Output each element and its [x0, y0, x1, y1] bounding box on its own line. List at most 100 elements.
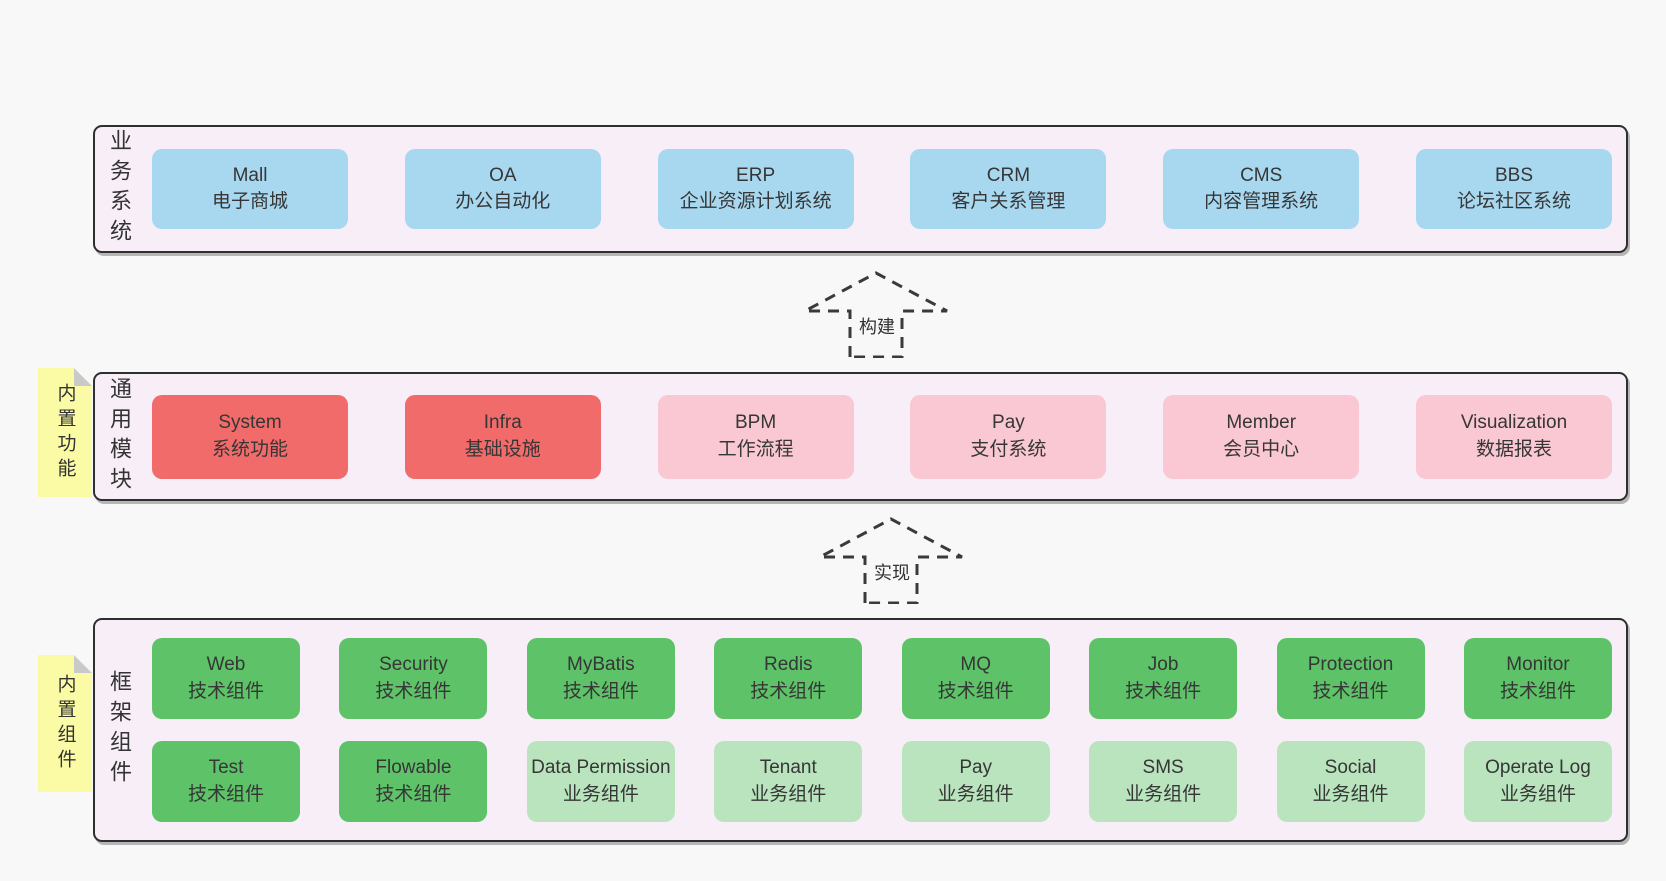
sticky-note-label: 内置组件 — [54, 673, 76, 774]
box-flowable: Flowable 技术组件 — [339, 741, 488, 822]
box-title: BPM — [735, 412, 777, 434]
box-subtitle: 技术组件 — [1499, 680, 1576, 702]
box-title: Social — [1324, 757, 1377, 779]
box-subtitle: 会员中心 — [1223, 438, 1300, 460]
box-title: Mall — [232, 164, 268, 186]
box-test: Test 技术组件 — [152, 741, 300, 822]
box-web: Web 技术组件 — [152, 638, 300, 719]
box-subtitle: 技术组件 — [375, 680, 452, 702]
box-title: Infra — [483, 412, 522, 434]
sticky-note-built-in-features: 内置功能 — [38, 368, 92, 497]
box-subtitle: 论坛社区系统 — [1456, 191, 1571, 212]
box-title: ERP — [736, 164, 776, 186]
implement-arrow-icon — [819, 517, 963, 604]
layer-framework-label: 框架组件 — [107, 670, 132, 790]
box-subtitle: 工作流程 — [717, 438, 794, 460]
box-mall: Mall 电子商城 — [152, 149, 348, 229]
sticky-fold-icon — [74, 368, 92, 386]
box-title: System — [218, 412, 282, 434]
box-title: BBS — [1494, 164, 1533, 186]
box-subtitle: 技术组件 — [750, 680, 827, 702]
box-title: Flowable — [375, 757, 452, 779]
box-title: MQ — [960, 654, 991, 676]
sticky-fold-icon — [74, 655, 92, 673]
box-subtitle: 技术组件 — [187, 783, 264, 805]
box-visualization: Visualization 数据报表 — [1415, 394, 1612, 479]
box-title: Web — [206, 654, 246, 676]
box-pay: Pay 业务组件 — [901, 741, 1050, 822]
box-redis: Redis 技术组件 — [714, 638, 863, 719]
box-subtitle: 业务组件 — [1312, 783, 1389, 805]
box-data-permission: Data Permission 业务组件 — [526, 741, 675, 822]
box-infra: Infra 基础设施 — [404, 394, 601, 479]
box-subtitle: 数据报表 — [1475, 438, 1552, 460]
box-title: Security — [379, 654, 448, 676]
box-operate-log: Operate Log 业务组件 — [1463, 741, 1612, 822]
box-title: SMS — [1142, 757, 1184, 779]
box-subtitle: 客户关系管理 — [951, 191, 1066, 212]
box-title: OA — [489, 164, 517, 186]
box-mybatis: MyBatis 技术组件 — [526, 638, 675, 719]
box-title: Protection — [1307, 654, 1394, 676]
box-title: Tenant — [759, 757, 817, 779]
box-title: Data Permission — [531, 757, 671, 779]
box-social: Social 业务组件 — [1276, 741, 1425, 822]
box-subtitle: 业务组件 — [1125, 783, 1202, 805]
box-subtitle: 电子商城 — [211, 191, 288, 212]
box-title: Pay — [959, 757, 993, 779]
box-title: MyBatis — [567, 654, 635, 676]
box-subtitle: 企业资源计划系统 — [679, 191, 832, 212]
box-subtitle: 基础设施 — [464, 438, 541, 460]
box-title: Test — [208, 757, 244, 779]
implement-arrow-label: 实现 — [870, 558, 914, 586]
build-arrow-icon — [804, 271, 948, 358]
box-subtitle: 技术组件 — [937, 680, 1014, 702]
box-member: Member 会员中心 — [1163, 394, 1360, 479]
box-bbs: BBS 论坛社区系统 — [1415, 149, 1612, 229]
sticky-note-label: 内置功能 — [54, 382, 76, 483]
box-subtitle: 业务组件 — [750, 783, 827, 805]
box-title: Monitor — [1506, 654, 1570, 676]
box-sms: SMS 业务组件 — [1089, 741, 1238, 822]
box-subtitle: 技术组件 — [1312, 680, 1389, 702]
box-title: Visualization — [1460, 412, 1568, 434]
box-crm: CRM 客户关系管理 — [910, 149, 1107, 229]
box-subtitle: 技术组件 — [187, 680, 264, 702]
box-protection: Protection 技术组件 — [1276, 638, 1425, 719]
box-subtitle: 技术组件 — [375, 783, 452, 805]
box-subtitle: 业务组件 — [1499, 783, 1576, 805]
box-tenant: Tenant 业务组件 — [714, 741, 863, 822]
box-subtitle: 系统功能 — [211, 438, 288, 460]
box-mq: MQ 技术组件 — [901, 638, 1050, 719]
box-oa: OA 办公自动化 — [404, 149, 601, 229]
sticky-note-built-in-components: 内置组件 — [38, 655, 92, 792]
build-arrow-label: 构建 — [855, 312, 899, 340]
box-title: CRM — [986, 164, 1031, 186]
box-bpm: BPM 工作流程 — [657, 394, 854, 479]
box-subtitle: 办公自动化 — [455, 191, 551, 212]
box-subtitle: 业务组件 — [937, 783, 1014, 805]
box-title: Member — [1226, 412, 1297, 434]
box-subtitle: 技术组件 — [562, 680, 639, 702]
box-system: System 系统功能 — [152, 394, 348, 479]
box-title: Redis — [763, 654, 813, 676]
box-subtitle: 业务组件 — [562, 783, 639, 805]
box-subtitle: 支付系统 — [970, 438, 1047, 460]
box-subtitle: 技术组件 — [1125, 680, 1202, 702]
layer-modules-label: 通用模块 — [107, 376, 132, 497]
box-title: Operate Log — [1485, 757, 1591, 779]
